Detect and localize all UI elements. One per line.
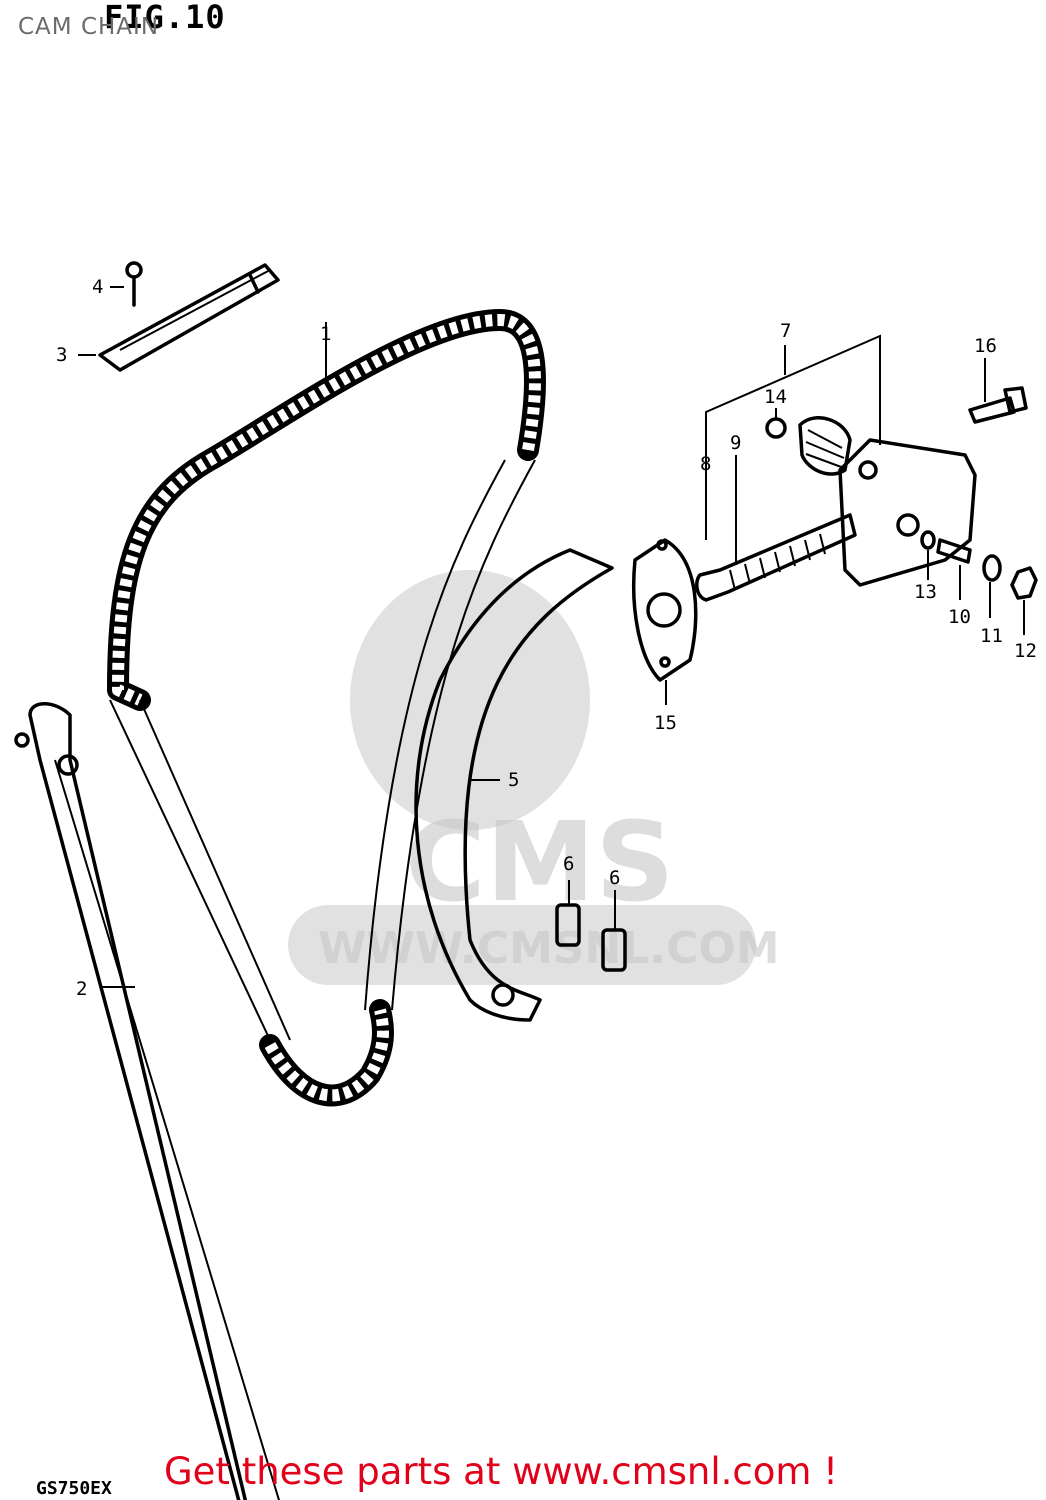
part-label-2: 2 xyxy=(76,978,87,1000)
bolt-part-4 xyxy=(125,261,143,307)
part-label-14: 14 xyxy=(764,386,787,408)
part-label-12: 12 xyxy=(1014,640,1037,662)
part-label-3: 3 xyxy=(56,344,67,366)
cam-chain-part-1 xyxy=(107,309,546,1107)
part-label-4: 4 xyxy=(92,276,103,298)
cmsnl-watermark: CMS WWW.CMSNL.COM xyxy=(288,570,780,985)
part-label-13: 13 xyxy=(914,581,937,603)
part-label-5: 5 xyxy=(508,769,519,791)
bolt-part-16 xyxy=(968,386,1028,424)
tensioner-assembly-part-7 xyxy=(695,416,977,602)
part-label-10: 10 xyxy=(948,606,971,628)
part-label-8: 8 xyxy=(700,453,711,475)
watermark-url: WWW.CMSNL.COM xyxy=(318,923,780,974)
gasket-part-15 xyxy=(631,538,698,682)
top-guide-part-3 xyxy=(98,263,280,372)
model-code: GS750EX xyxy=(36,1478,112,1499)
nut-part-12 xyxy=(1010,566,1038,600)
part-label-6a: 6 xyxy=(563,853,574,875)
get-parts-link[interactable]: Get these parts at www.cmsnl.com ! xyxy=(164,1450,839,1493)
part-label-7: 7 xyxy=(780,320,791,342)
page-caption: CAM CHAIN xyxy=(18,14,160,40)
part-label-1: 1 xyxy=(320,323,331,345)
part-label-16: 16 xyxy=(974,335,997,357)
leader-lines xyxy=(78,286,1025,988)
part-label-11: 11 xyxy=(980,625,1003,647)
part-label-9: 9 xyxy=(730,432,741,454)
chain-guide-part-2 xyxy=(14,702,280,1500)
part-label-6b: 6 xyxy=(609,867,620,889)
part-labels: 1 2 3 4 5 6 6 7 8 9 10 11 12 13 14 15 16 xyxy=(56,276,1037,1000)
washer-part-11 xyxy=(982,554,1002,582)
part-label-15: 15 xyxy=(654,712,677,734)
curved-guide-part-5 xyxy=(414,548,614,1022)
stud-part-10 xyxy=(936,538,972,564)
washer-part-13 xyxy=(920,530,936,550)
watermark-brand: CMS xyxy=(405,798,674,926)
figure-title: FIG.10 xyxy=(104,0,226,36)
